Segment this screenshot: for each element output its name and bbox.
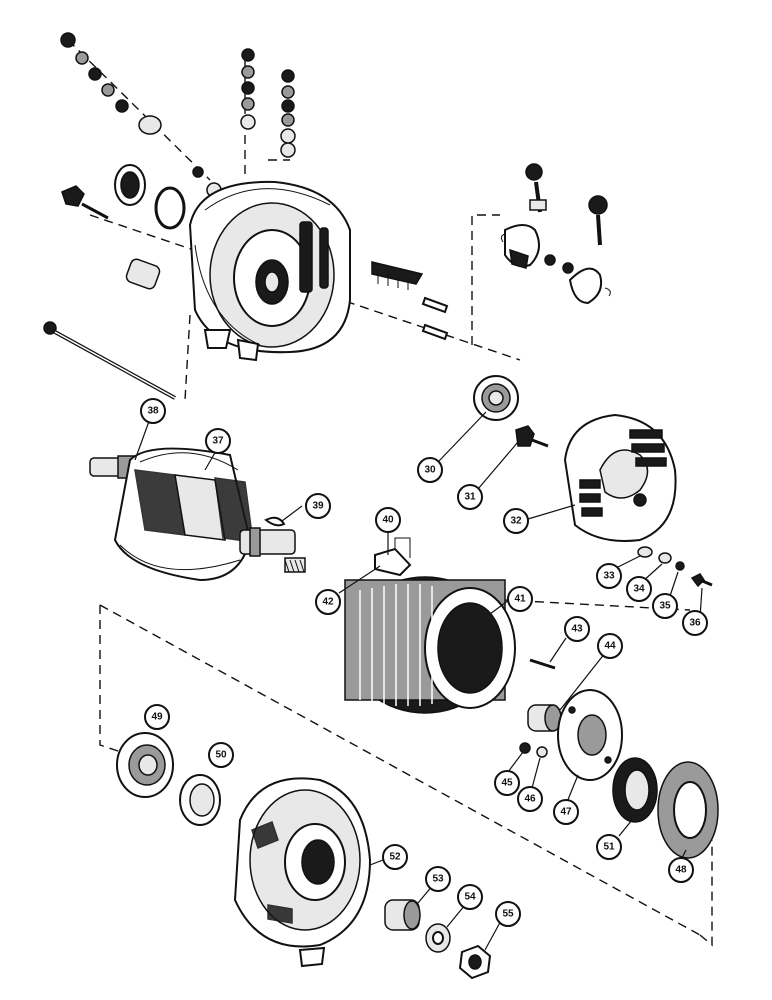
callout-37-label: 37 [212,436,224,447]
callout-43: 43 [564,616,590,642]
callout-45: 45 [494,770,520,796]
callout-49: 49 [144,704,170,730]
callout-31-label: 31 [464,492,476,503]
callout-42: 42 [315,589,341,615]
callout-31: 31 [457,484,483,510]
callout-50: 50 [208,742,234,768]
callout-42-label: 42 [322,597,334,608]
brush-holder-parts [500,163,611,305]
callout-51-label: 51 [603,842,615,853]
callout-44-label: 44 [604,641,616,652]
callout-36: 36 [682,610,708,636]
hardware-33-36 [637,546,713,588]
callout-53: 53 [425,866,451,892]
callout-35: 35 [652,593,678,619]
callout-30: 30 [417,457,443,483]
screw-31 [515,425,549,448]
callout-51: 51 [596,834,622,860]
bearing-49 [116,732,174,798]
callout-32: 32 [503,508,529,534]
bearing-30 [473,375,519,421]
callout-46-label: 46 [524,794,536,805]
drive-end-housing-52 [233,777,372,968]
callout-53-label: 53 [432,874,444,885]
callout-45-label: 45 [501,778,513,789]
pin-43 [529,658,556,670]
callout-50-label: 50 [215,750,227,761]
terminal-bolt [61,185,109,220]
callout-33: 33 [596,563,622,589]
woodruff-key-39 [264,516,286,527]
ring-50 [179,774,221,826]
callout-48-label: 48 [675,865,687,876]
callout-30-label: 30 [424,465,436,476]
seal-51 [612,757,658,823]
callout-34-label: 34 [633,584,645,595]
callout-52-label: 52 [389,852,401,863]
rear-housing [188,180,351,362]
callout-38: 38 [140,398,166,424]
callout-54-label: 54 [464,892,476,903]
callout-39-label: 39 [312,501,324,512]
leader-lines [134,411,703,951]
sleeve-44 [527,704,562,732]
callout-47-label: 47 [560,807,572,818]
callout-41: 41 [507,586,533,612]
callout-54: 54 [457,884,483,910]
gasket-48 [657,761,719,859]
stator-41 [344,537,516,714]
nut-washer-stack-left [60,32,222,198]
callout-35-label: 35 [659,601,671,612]
rectifier-assembly-32 [563,413,677,542]
callout-43-label: 43 [571,624,583,635]
callout-38-label: 38 [147,406,159,417]
rotor-assembly [89,447,306,582]
callout-37: 37 [205,428,231,454]
seal-and-o-ring [114,164,186,230]
callout-49-label: 49 [151,712,163,723]
spacer-sleeve [125,258,161,290]
callout-40-label: 40 [382,515,394,526]
callout-55-label: 55 [502,909,514,920]
callout-33-label: 33 [603,571,615,582]
bracket-and-pins [371,261,449,341]
callout-44: 44 [597,633,623,659]
nut-55 [458,944,492,980]
callout-32-label: 32 [510,516,522,527]
callout-39: 39 [305,493,331,519]
callout-34: 34 [626,576,652,602]
terminal-stud-stacks [240,48,296,158]
callout-48: 48 [668,857,694,883]
callout-52: 52 [382,844,408,870]
through-bolt [43,321,176,400]
callout-40: 40 [375,507,401,533]
callout-55: 55 [495,901,521,927]
spacer-53 [384,899,421,931]
callout-46: 46 [517,786,543,812]
screw-45-washer-46 [519,742,548,758]
callout-41-label: 41 [514,594,526,605]
callout-47: 47 [553,799,579,825]
washer-54 [425,923,451,953]
callout-36-label: 36 [689,618,701,629]
bearing-retainer-47 [557,689,623,781]
